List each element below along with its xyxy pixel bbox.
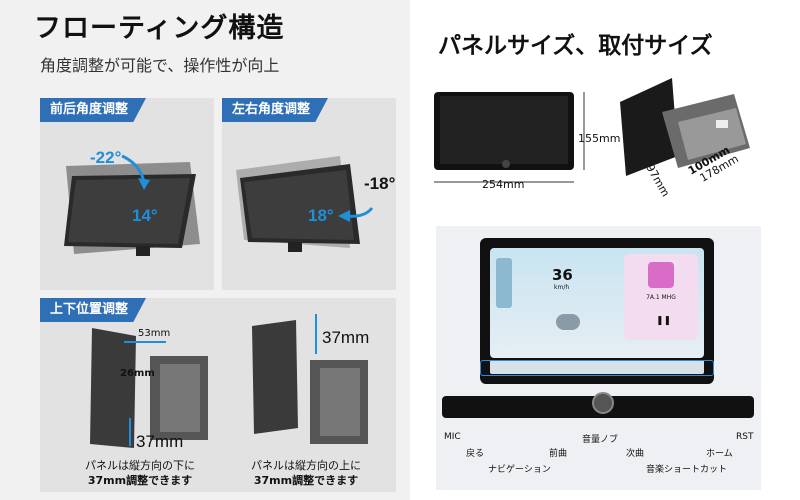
label-prev: 前曲 bbox=[549, 449, 568, 459]
head-unit-screen: 36 km/h 7A.1 MHG ❚❚ bbox=[480, 238, 714, 384]
song-title: 7A.1 MHG bbox=[646, 294, 676, 301]
volume-knob[interactable] bbox=[592, 392, 614, 414]
dim-37mm-up: 37mm bbox=[322, 328, 370, 347]
car-icon bbox=[556, 314, 580, 330]
side-widget bbox=[496, 258, 512, 308]
tag-left-right: 左右角度调整 bbox=[222, 98, 329, 122]
size-title: パネルサイズ、取付サイズ bbox=[438, 33, 713, 59]
speed-value: 36 bbox=[552, 266, 573, 284]
dim-height: 155mm bbox=[578, 132, 621, 145]
angle-14: 14° bbox=[132, 206, 158, 225]
panel-front-view bbox=[434, 92, 585, 183]
button-layout-box: 36 km/h 7A.1 MHG ❚❚ bbox=[436, 226, 761, 490]
floating-title: フローティング構造 bbox=[34, 13, 285, 44]
label-mic: MIC bbox=[444, 432, 461, 442]
label-nav: ナビゲーション bbox=[488, 465, 551, 475]
panel-side-view bbox=[620, 78, 750, 176]
swivel-illustration bbox=[236, 156, 374, 252]
buttons-highlight bbox=[480, 360, 714, 376]
angle-minus-22: -22° bbox=[90, 148, 122, 167]
panel-up-down: 上下位置调整 53mm 26mm 37mm 37mm パネルは縦方向の下に 37… bbox=[40, 298, 396, 492]
caption-up: パネルは縦方向の上に 37mm調整できます bbox=[251, 459, 361, 487]
floating-subtitle: 角度調整が可能で、操作性が向上 bbox=[40, 56, 280, 75]
left-section: フローティング構造 角度調整が可能で、操作性が向上 前后角度调整 -22° 14… bbox=[0, 0, 410, 500]
height-illustration bbox=[90, 314, 368, 448]
tilt-illustration bbox=[64, 154, 200, 256]
label-rst: RST bbox=[736, 432, 754, 442]
label-shortcut: 音楽ショートカット bbox=[646, 465, 728, 475]
angle-minus-18: -18° bbox=[364, 174, 396, 193]
label-home: ホーム bbox=[706, 449, 733, 459]
music-widget: 7A.1 MHG ❚❚ bbox=[624, 254, 698, 340]
dim-37mm-down: 37mm bbox=[136, 432, 184, 451]
label-next: 次曲 bbox=[626, 449, 645, 459]
screen-display: 36 km/h 7A.1 MHG ❚❚ bbox=[490, 248, 704, 358]
speed-unit: km/h bbox=[554, 284, 570, 291]
dim-26mm: 26mm bbox=[120, 368, 155, 379]
music-note-icon bbox=[648, 262, 674, 288]
label-back: 戻る bbox=[466, 449, 485, 459]
panel-left-right: 左右角度调整 -18° 18° bbox=[222, 98, 396, 290]
tag-front-back: 前后角度调整 bbox=[40, 98, 147, 122]
caption-down: パネルは縦方向の下に 37mm調整できます bbox=[85, 459, 195, 487]
button-strip bbox=[442, 392, 754, 418]
tag-up-down: 上下位置调整 bbox=[40, 298, 147, 322]
label-volume: 音量ノブ bbox=[582, 435, 619, 445]
panel-front-back: 前后角度调整 -22° 14° bbox=[40, 98, 214, 290]
app-dock bbox=[490, 360, 704, 374]
angle-18: 18° bbox=[308, 206, 334, 225]
pause-icon[interactable]: ❚❚ bbox=[656, 316, 672, 326]
dim-53mm: 53mm bbox=[138, 328, 171, 339]
dim-width: 254mm bbox=[482, 178, 525, 191]
